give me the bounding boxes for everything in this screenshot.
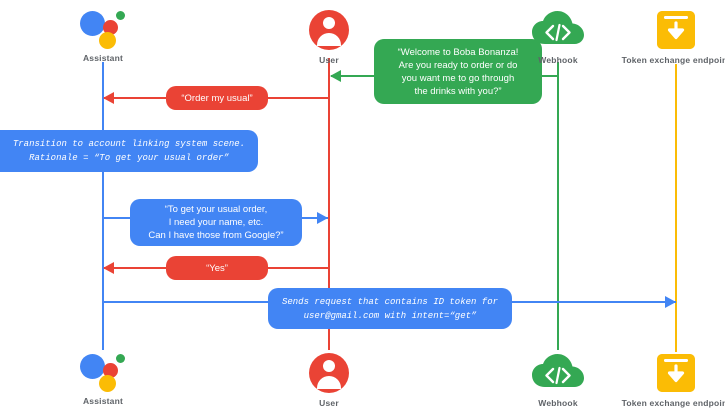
message-yes-line-1: “Yes” (206, 262, 228, 274)
token-endpoint-icon-top (616, 8, 725, 52)
actor-label-webhook-top: Webhook (538, 55, 578, 65)
message-welcome-line-4: the drinks with you?” (414, 85, 502, 97)
message-order-my-usual-line-1: “Order my usual” (181, 92, 253, 104)
webhook-icon-bottom (498, 351, 618, 395)
message-welcome-line-3: you want me to go through (401, 72, 515, 84)
message-sends-request: Sends request that contains ID token for… (268, 288, 512, 329)
webhook-icon-top (498, 8, 618, 52)
message-yes: “Yes” (166, 256, 268, 280)
user-head-icon (323, 17, 335, 29)
cloud-code-icon (532, 11, 584, 44)
actor-user-bottom[interactable]: User (269, 351, 389, 409)
actor-webhook-top[interactable]: Webhook (498, 8, 618, 66)
actor-label-user-bottom: User (319, 398, 339, 408)
actor-label-assistant-bottom: Assistant (82, 396, 124, 406)
assistant-blue-dot-icon (80, 11, 105, 36)
actor-label-webhook-bottom: Webhook (538, 398, 578, 408)
assistant-green-dot-icon (116, 11, 125, 20)
message-need-your-name-line-3: Can I have those from Google?” (148, 230, 284, 241)
actor-token-endpoint-top[interactable]: Token exchange endpoint (616, 8, 725, 66)
message-transition-line-1: Transition to account linking system sce… (12, 139, 246, 149)
actor-label-assistant-top: Assistant (82, 53, 124, 63)
arrowhead-sends-request (665, 296, 676, 308)
user-head-icon (323, 360, 335, 372)
user-icon-top (269, 8, 389, 52)
message-welcome-line-2: Are you ready to order or do (398, 59, 518, 71)
cloud-code-icon (532, 354, 584, 387)
actor-label-token-endpoint-bottom: Token exchange endpoint (621, 398, 725, 408)
message-sends-request-line-2: user@gmail.com with intent=“get” (303, 310, 477, 321)
lifeline-user (328, 58, 330, 350)
arrowhead-yes (103, 262, 114, 274)
arrowhead-need-your-name (317, 212, 328, 224)
message-transition: Transition to account linking system sce… (0, 130, 258, 172)
user-body-icon (317, 376, 341, 389)
assistant-red-dot-icon (103, 363, 118, 378)
assistant-icon-bottom (43, 349, 163, 393)
actor-label-user-top: User (319, 55, 339, 65)
message-need-your-name-line-1: “To get your usual order, (164, 204, 268, 215)
download-box-icon (657, 354, 695, 392)
message-need-your-name: “To get your usual order, I need your na… (130, 199, 302, 246)
assistant-yellow-dot-icon (99, 32, 116, 49)
arrowhead-order-my-usual (103, 92, 114, 104)
lifeline-token-endpoint (675, 64, 677, 352)
lifeline-assistant (102, 62, 104, 350)
assistant-blue-dot-icon (80, 354, 105, 379)
actor-label-token-endpoint-top: Token exchange endpoint (621, 55, 725, 65)
token-endpoint-icon-bottom (616, 351, 725, 395)
assistant-yellow-dot-icon (99, 375, 116, 392)
actor-user-top[interactable]: User (269, 8, 389, 66)
actor-assistant-top[interactable]: Assistant (43, 6, 163, 64)
actor-assistant-bottom[interactable]: Assistant (43, 349, 163, 407)
message-need-your-name-line-2: I need your name, etc. (168, 217, 264, 228)
lifeline-webhook (557, 62, 559, 350)
message-welcome: “Welcome to Boba Bonanza! Are you ready … (374, 39, 542, 104)
user-body-icon (317, 33, 341, 46)
user-icon-bottom (269, 351, 389, 395)
message-sends-request-line-1: Sends request that contains ID token for (281, 296, 499, 307)
assistant-icon-top (43, 6, 163, 50)
message-transition-line-2: Rationale = “To get your usual order” (29, 153, 229, 163)
actor-webhook-bottom[interactable]: Webhook (498, 351, 618, 409)
arrowhead-welcome (330, 70, 341, 82)
message-welcome-line-1: “Welcome to Boba Bonanza! (397, 46, 519, 58)
download-box-icon (657, 11, 695, 49)
assistant-red-dot-icon (103, 20, 118, 35)
actor-token-endpoint-bottom[interactable]: Token exchange endpoint (616, 351, 725, 409)
assistant-green-dot-icon (116, 354, 125, 363)
message-order-my-usual: “Order my usual” (166, 86, 268, 110)
